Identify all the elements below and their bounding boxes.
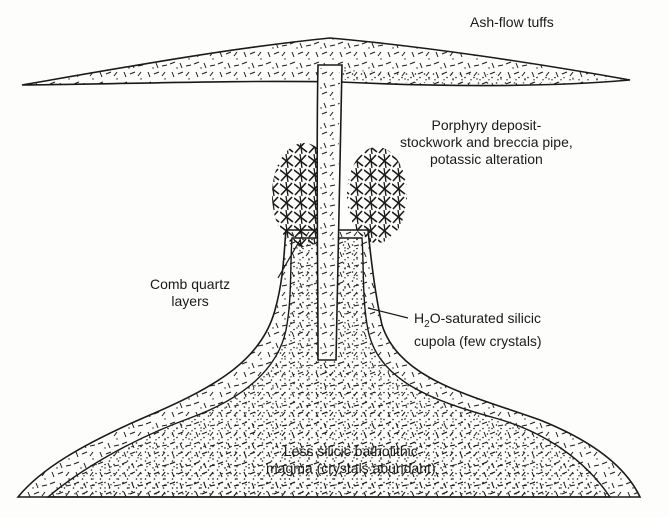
batholith-line-1: Less silicic batholithic: [266, 443, 436, 460]
batholith-line-2: magma (crystals abundant): [266, 460, 436, 477]
cupola-prefix: H: [414, 310, 424, 326]
comb-quartz-line-1: Comb quartz: [150, 276, 230, 293]
porphyry-line-2: stockwork and breccia pipe,: [400, 134, 573, 151]
batholith-label: Less silicic batholithic magma (crystals…: [266, 443, 436, 477]
comb-quartz-line-2: layers: [150, 293, 230, 310]
cupola-line-1: H2O-saturated silicic: [414, 310, 542, 333]
porphyry-deposit-label: Porphyry deposit- stockwork and breccia …: [400, 117, 573, 168]
stockwork-right: [347, 147, 407, 243]
comb-quartz-label: Comb quartz layers: [150, 276, 230, 310]
cupola-label: H2O-saturated silicic cupola (few crysta…: [414, 310, 542, 350]
porphyry-line-3: potassic alteration: [400, 151, 573, 168]
porphyry-line-1: Porphyry deposit-: [400, 117, 573, 134]
cupola-suffix: O-saturated silicic: [430, 310, 541, 326]
cupola-line-2: cupola (few crystals): [414, 333, 542, 350]
ash-flow-tuffs-label: Ash-flow tuffs: [470, 14, 554, 31]
